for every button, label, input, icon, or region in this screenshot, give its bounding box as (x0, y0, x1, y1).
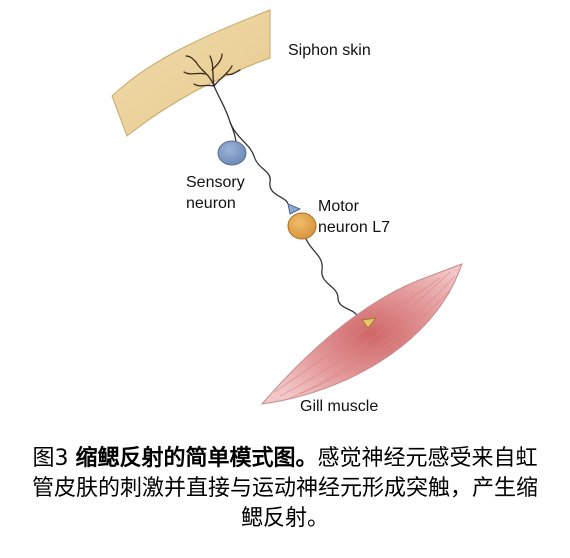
label-gill-muscle: Gill muscle (300, 398, 379, 415)
caption-title: 缩鳃反射的简单模式图。 (75, 446, 318, 471)
motor-axon (305, 238, 367, 326)
reflex-diagram (111, 9, 463, 405)
label-motor-neuron: Motor neuron L7 (318, 198, 391, 236)
sensory-synapse-terminal (287, 203, 302, 215)
sensory-axon (213, 85, 289, 205)
motor-synapse-terminal (361, 317, 378, 329)
caption-body: 感觉神经元感受来自虹管皮肤的刺激并直接与运动神经元形成突触，产生缩鳃反射。 (31, 446, 538, 531)
siphon-skin-band (111, 9, 271, 137)
label-siphon-skin: Siphon skin (288, 42, 371, 59)
caption-figure-number: 图3 (32, 446, 76, 471)
motor-neuron-body (287, 212, 317, 240)
muscle-fibers (274, 271, 456, 399)
gill-muscle-shape (260, 263, 463, 405)
figure-caption: 图3 缩鳃反射的简单模式图。感觉神经元感受来自虹管皮肤的刺激并直接与运动神经元形… (30, 444, 540, 534)
sensory-endings (183, 53, 241, 87)
sensory-neuron-body (217, 140, 247, 166)
label-sensory-neuron: Sensory neuron (186, 174, 245, 212)
